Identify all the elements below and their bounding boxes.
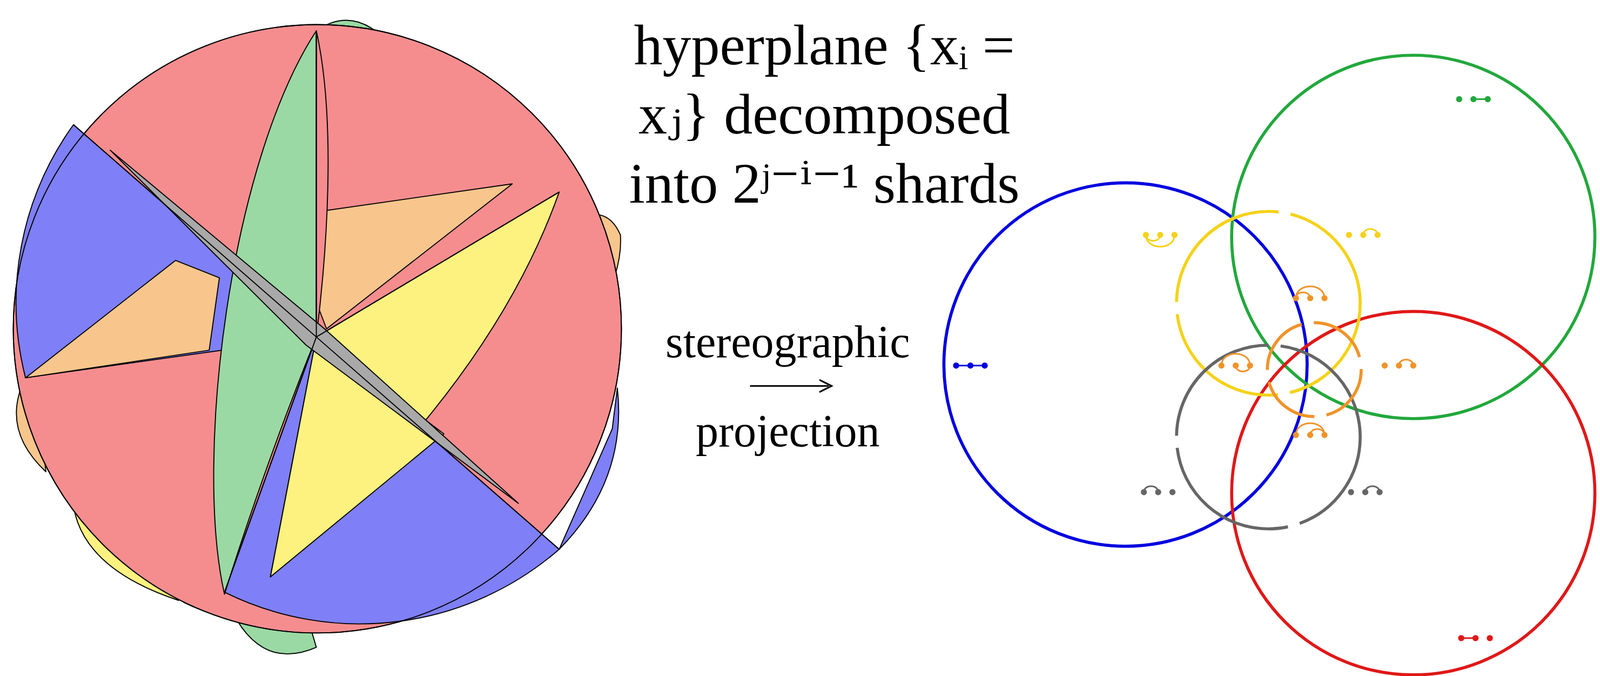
glyph-link bbox=[1144, 486, 1159, 493]
arrow-label: projection bbox=[695, 405, 880, 457]
glyph-link bbox=[970, 364, 985, 367]
glyph-link bbox=[1461, 636, 1476, 639]
glyph-link bbox=[1145, 234, 1160, 241]
glyph-dot bbox=[1456, 96, 1463, 103]
glyph-dot bbox=[1486, 634, 1493, 641]
glyph-link bbox=[1310, 428, 1325, 435]
glyph-link bbox=[1473, 98, 1488, 100]
glyph-dot bbox=[1346, 231, 1353, 238]
shard-glyphs bbox=[952, 96, 1493, 642]
arrow-label-slot: projection bbox=[695, 405, 880, 457]
arrow-label: stereographic bbox=[665, 316, 910, 368]
projected-circles bbox=[943, 55, 1595, 675]
title: hyperplane {xᵢ = xⱼ} decomposed into 2ʲ⁻… bbox=[627, 10, 1022, 219]
glyph-link bbox=[1365, 486, 1380, 493]
glyph-link bbox=[956, 364, 971, 367]
glyph-dot bbox=[1169, 488, 1176, 495]
glyph-link bbox=[1295, 286, 1325, 299]
glyph-dot bbox=[1347, 488, 1354, 495]
title-slot: hyperplane {xᵢ = xⱼ} decomposed into 2ʲ⁻… bbox=[627, 10, 1022, 219]
shard-sphere bbox=[13, 19, 622, 654]
glyph-link bbox=[1295, 422, 1325, 435]
glyph-link bbox=[1235, 365, 1250, 372]
glyph-link bbox=[1363, 229, 1378, 235]
projection-arrow bbox=[749, 379, 832, 393]
glyph-link bbox=[1295, 292, 1310, 299]
glyph-dot bbox=[1381, 362, 1388, 369]
glyph-link bbox=[1145, 234, 1175, 247]
glyph-link bbox=[1399, 359, 1414, 366]
glyph-link bbox=[1221, 353, 1250, 366]
arrow-label-slot: stereographic bbox=[665, 316, 910, 368]
